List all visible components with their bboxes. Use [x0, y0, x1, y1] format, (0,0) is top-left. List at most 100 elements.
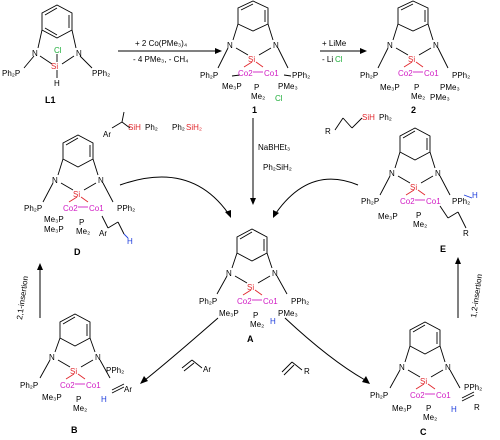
C-Si: Si — [420, 377, 427, 386]
L1-N-right: N — [76, 49, 82, 58]
insertion-21-label: 2,1-insertion — [15, 275, 30, 320]
D-PMe3-b: Me₃P — [44, 225, 64, 234]
compound-L1: N N Cl Si H Ph₂P PPh₂ L1 — [2, 4, 110, 105]
E-PMe3: Me₃P — [378, 212, 398, 221]
L1-H: H — [54, 79, 60, 88]
C-R: R — [474, 403, 480, 412]
D-product-Ph2: Ph₂ — [145, 123, 158, 132]
c1-Si: Si — [248, 55, 255, 64]
c2-PPh2-left: Ph₂P — [360, 71, 378, 80]
c2-PMe3-right: PMe₃ — [440, 83, 460, 92]
c2-PMe2-P: P — [414, 83, 419, 92]
E-PPh2-right: PPh₂ — [452, 197, 470, 206]
nabhet3-reagent: NaBHEt₃ — [258, 143, 290, 152]
B-Co2: Co2 — [60, 381, 75, 390]
C-PMe2-P: P — [426, 404, 431, 413]
step1-reagent: + 2 Co(PMe₃)₄ — [135, 39, 187, 48]
alkene-R: R — [304, 367, 310, 376]
step1-byproducts: - 4 PMe₃, - CH₄ — [133, 55, 188, 64]
A-label: A — [247, 334, 254, 344]
compound-A: N N Si Co2 Co1 Ph₂P PPh₂ Me₃P PMe₃ H P M… — [199, 228, 309, 344]
c2-label: 2 — [411, 105, 416, 115]
B-PMe2-P: P — [76, 395, 81, 404]
C-N-right: N — [445, 363, 451, 372]
D-product-Ar: Ar — [103, 130, 111, 139]
L1-Si: Si — [51, 62, 58, 71]
L1-PPh2-right: PPh₂ — [92, 69, 110, 78]
D-product-SiH: SiH — [128, 123, 141, 132]
D-N-right: N — [98, 176, 104, 185]
c2-Si: Si — [408, 55, 415, 64]
E-PPh2-left: Ph₂P — [361, 197, 379, 206]
c2-N-right: N — [433, 41, 439, 50]
c1-Co2: Co2 — [238, 69, 253, 78]
c1-PPh2-left: Ph₂P — [200, 71, 218, 80]
A-H: H — [270, 317, 276, 326]
C-PMe3: Me₃P — [392, 404, 412, 413]
E-N-right: N — [435, 169, 441, 178]
E-product-SiH: SiH — [362, 113, 375, 122]
arrow-A-to-B: Ar — [140, 317, 219, 384]
E-product-R: R — [325, 127, 331, 136]
compound-1: N N Si Co2 Co1 Ph₂P PPh₂ Me₃P PMe₃ P Me₂… — [200, 0, 310, 115]
compound-C: N N Si Co2 Co1 Ph₂P PPh₂ Me₃P P Me₂ R H … — [370, 321, 482, 437]
A-PPh2-right: PPh₂ — [291, 297, 309, 306]
D-PMe2-P: P — [79, 218, 84, 227]
B-PMe2-Me: Me₂ — [73, 404, 87, 413]
E-H: H — [472, 191, 478, 200]
c1-Co1: Co1 — [264, 69, 279, 78]
arrow-A-to-C: R — [281, 317, 370, 384]
C-PMe2-Me: Me₂ — [423, 413, 437, 422]
A-Co1: Co1 — [263, 297, 278, 306]
B-N-right: N — [95, 353, 101, 362]
D-PMe2-Me: Me₂ — [76, 227, 90, 236]
c2-N-left: N — [387, 41, 393, 50]
D-Co1: Co1 — [89, 204, 104, 213]
A-PMe2-P: P — [253, 311, 258, 320]
E-product-Ph2: Ph₂ — [379, 113, 392, 122]
c2-PPh2-right: PPh₂ — [452, 71, 470, 80]
E-Co1: Co1 — [426, 197, 441, 206]
C-Co2: Co2 — [410, 391, 425, 400]
C-PPh2-right: PPh₂ — [464, 383, 482, 392]
compound-B: N N Si Co2 Co1 Ph₂P PPh₂ Me₃P P Me₂ Ar H… — [20, 313, 132, 435]
c2-Co2: Co2 — [398, 69, 413, 78]
A-PPh2-left: Ph₂P — [199, 297, 217, 306]
arrow-L1-to-1: + 2 Co(PMe₃)₄ - 4 PMe₃, - CH₄ — [118, 39, 222, 64]
arrow-D-to-A: Ar SiH Ph₂ Ph₂ SiH₂ — [103, 111, 231, 218]
B-H: H — [101, 395, 107, 404]
c1-PMe3-left: Me₃P — [222, 82, 242, 91]
B-PPh2-left: Ph₂P — [20, 381, 38, 390]
E-Si: Si — [410, 183, 417, 192]
c1-PMe2-Me: Me₂ — [251, 92, 265, 101]
B-Si: Si — [70, 367, 77, 376]
A-N-right: N — [272, 269, 278, 278]
A-PMe3-left: Me₃P — [219, 309, 239, 318]
arrow-E-to-A: R SiH Ph₂ — [273, 113, 392, 218]
D-PMe3-a: Me₃P — [44, 215, 64, 224]
c1-PMe2-P: P — [254, 83, 259, 92]
A-N-left: N — [226, 269, 232, 278]
L1-Cl: Cl — [54, 46, 62, 55]
step2-byproduct-li: - Li — [322, 55, 333, 64]
D-N-left: N — [52, 176, 58, 185]
E-label: E — [440, 244, 446, 254]
A-Si: Si — [247, 283, 254, 292]
c1-Cl: Cl — [275, 94, 283, 103]
E-PMe2-Me: Me₂ — [413, 220, 427, 229]
C-Co1: Co1 — [436, 391, 451, 400]
C-PPh2-left: Ph₂P — [370, 391, 388, 400]
D-Ar: Ar — [99, 229, 107, 238]
A-PMe3-right: PMe₃ — [278, 309, 298, 318]
arrow-C-to-E: 1,2-insertion — [455, 257, 484, 318]
c2-Co1: Co1 — [424, 69, 439, 78]
L1-label: L1 — [45, 95, 56, 105]
E-N-left: N — [389, 169, 395, 178]
D-PPh2-right: PPh₂ — [117, 204, 135, 213]
D-H: H — [127, 237, 133, 246]
c1-label: 1 — [252, 105, 257, 115]
compound-D: N N Si Co2 Co1 Ph₂P PPh₂ Me₃P Me₃P P Me₂… — [24, 134, 135, 257]
L1-N-left: N — [32, 49, 38, 58]
C-label: C — [420, 427, 427, 437]
